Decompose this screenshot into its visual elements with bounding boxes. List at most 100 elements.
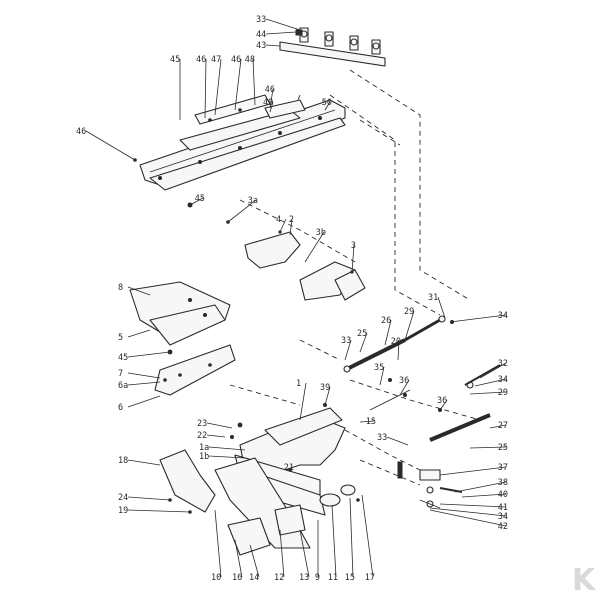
- part-callout-label: 8: [118, 283, 123, 293]
- part-callout-label: 31: [428, 293, 438, 303]
- part-callout-label: 14: [249, 573, 259, 583]
- leader-line: [127, 351, 171, 358]
- bottom-plate-assembly: [214, 457, 360, 556]
- part-callout-label: 4: [276, 215, 281, 225]
- part-callout-label: 3a: [248, 196, 258, 206]
- part-callout-label: 45: [118, 353, 128, 363]
- leader-line: [252, 58, 256, 106]
- part-callout-label: 46: [265, 85, 275, 95]
- leader-line: [386, 436, 409, 446]
- part-callout-label: 3b: [316, 228, 326, 238]
- leader-line: [304, 231, 325, 263]
- part-callout-label: 25: [498, 443, 508, 453]
- part-callout-label: 9: [315, 573, 320, 583]
- part-callout-label: 21: [284, 463, 294, 473]
- part-callout-label: 18: [118, 456, 128, 466]
- leader-line: [379, 366, 385, 386]
- part-callout-label: 12: [274, 573, 284, 583]
- leader-line: [439, 399, 448, 411]
- part-callout-label: 44: [256, 30, 266, 40]
- part-callout-label: 29: [498, 388, 508, 398]
- leader-line: [227, 199, 257, 223]
- callout-leader-lines: [85, 18, 507, 578]
- part-callout-label: 36: [437, 396, 447, 406]
- right-linkage-assembly: [343, 315, 501, 442]
- part-callout-label: 16: [232, 573, 242, 583]
- leader-line: [127, 395, 161, 408]
- leader-line: [299, 382, 307, 421]
- leader-line: [361, 494, 374, 578]
- leader-line: [351, 244, 355, 273]
- part-callout-label: 15: [366, 417, 376, 427]
- leader-line: [279, 218, 287, 233]
- leader-line: [384, 319, 392, 346]
- leader-line: [206, 422, 233, 429]
- leader-line: [127, 372, 161, 379]
- leader-line: [214, 58, 222, 116]
- leader-line: [85, 130, 136, 161]
- leader-line: [454, 481, 507, 493]
- leader-line: [449, 314, 507, 323]
- leader-line: [474, 378, 507, 387]
- part-callout-label: 34: [498, 375, 508, 385]
- part-callout-label: 25: [357, 329, 367, 339]
- leader-line: [234, 58, 242, 111]
- leader-line: [469, 446, 507, 449]
- leader-line: [127, 509, 191, 513]
- leader-line: [437, 296, 446, 319]
- leader-line: [269, 88, 274, 109]
- part-callout-label: 10: [211, 573, 221, 583]
- leader-line: [439, 503, 507, 508]
- part-callout-label: 49: [263, 98, 273, 108]
- leader-line: [397, 340, 400, 361]
- leader-line: [208, 455, 246, 459]
- part-callout-label: 34: [498, 512, 508, 522]
- part-callout-label: 1b: [199, 452, 209, 462]
- leader-line: [359, 420, 375, 423]
- part-callout-label: 34: [498, 311, 508, 321]
- left-bracket-assembly: [129, 281, 236, 396]
- part-callout-label: 7: [118, 369, 123, 379]
- leader-line: [299, 529, 310, 578]
- leader-line: [429, 507, 507, 517]
- part-callout-label: 3: [351, 241, 356, 251]
- leader-line: [324, 386, 331, 406]
- part-callout-label: 23: [197, 419, 207, 429]
- part-callout-label: 42: [498, 522, 508, 532]
- leader-line: [344, 339, 352, 361]
- leader-line: [399, 379, 410, 396]
- part-callout-label: 1: [296, 379, 301, 389]
- part-callout-label: 27: [498, 421, 508, 431]
- leader-line: [289, 466, 293, 471]
- leader-line: [289, 218, 293, 236]
- leader-line: [469, 391, 507, 395]
- leader-line: [206, 434, 226, 438]
- leader-line: [204, 58, 207, 119]
- part-callout-label: 46: [196, 55, 206, 65]
- leader-line: [234, 539, 243, 578]
- leader-line: [489, 424, 507, 429]
- part-callout-label: 11: [328, 573, 338, 583]
- top-rail-assembly: [279, 27, 386, 67]
- brand-logo: K: [572, 563, 597, 598]
- part-callout-label: 15: [345, 573, 355, 583]
- part-callout-label: 46: [76, 127, 86, 137]
- part-callout-label: 6: [118, 403, 123, 413]
- leader-line: [439, 466, 507, 476]
- leader-line: [127, 459, 161, 466]
- part-callout-label: 32: [498, 359, 508, 369]
- leader-line: [265, 31, 297, 35]
- leader-line: [324, 101, 331, 111]
- leader-line: [127, 381, 161, 386]
- right-pin-assembly: [397, 461, 463, 509]
- part-callout-label: 45: [195, 194, 205, 204]
- part-callout-label: 36: [399, 376, 409, 386]
- leader-line: [127, 286, 151, 296]
- leader-line: [127, 329, 151, 338]
- leader-line: [479, 362, 507, 379]
- leader-line: [279, 529, 285, 578]
- leader-line: [208, 446, 246, 451]
